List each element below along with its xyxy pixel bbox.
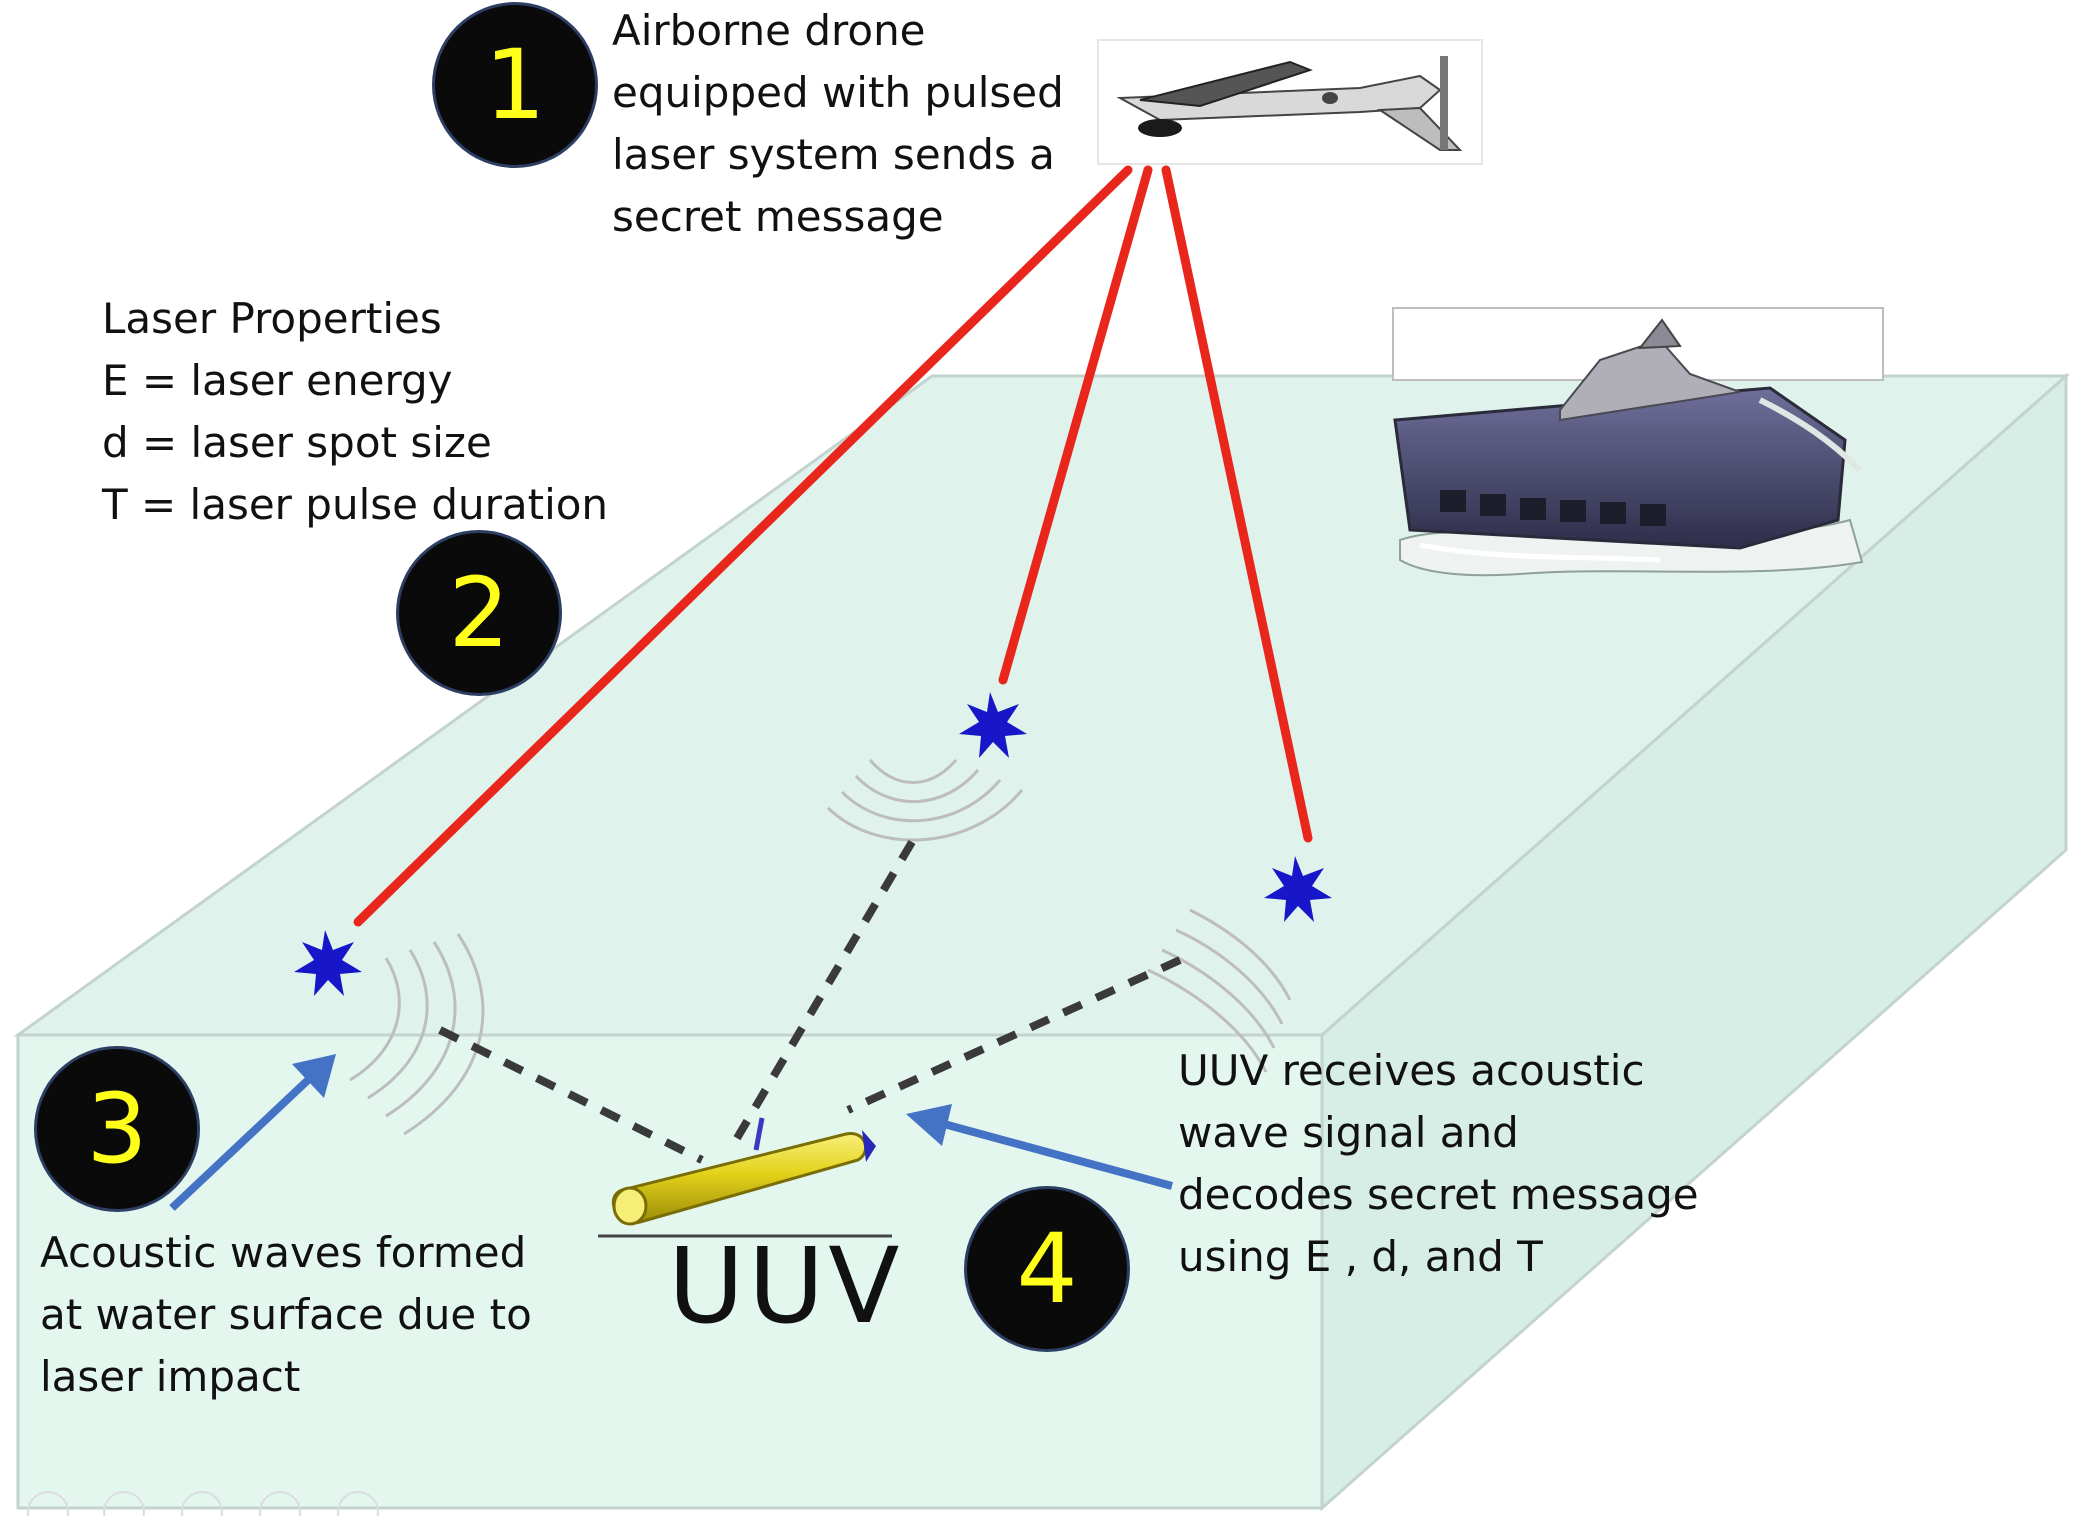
pointer-arrows (169, 1054, 1174, 1211)
starburst-icon-middle (959, 692, 1027, 758)
acoustic-caption-line: laser impact (40, 1352, 301, 1401)
laser-beams (353, 165, 1313, 927)
more-icon[interactable] (337, 1491, 379, 1516)
acoustic-waves-left (349, 933, 485, 1136)
uuv-label: UUV (668, 1225, 904, 1347)
uuv-caption: UUV receives acoustic wave signal and de… (1178, 1040, 1699, 1288)
subtitles-icon[interactable] (259, 1491, 301, 1516)
acoustic-path-middle (726, 839, 916, 1153)
step-1-badge: 1 (432, 2, 598, 168)
laser-properties: Laser Properties E = laser energy d = la… (102, 288, 608, 536)
laser-energy-definition: E = laser energy (102, 356, 453, 405)
acoustic-path-right (846, 956, 1182, 1114)
acoustic-caption-line: at water surface due to (40, 1290, 532, 1339)
drone-caption-line: Airborne drone (612, 6, 926, 55)
drone-caption-line: laser system sends a (612, 130, 1055, 179)
uuv-caption-line: using E , d, and T (1178, 1232, 1543, 1281)
pen-icon[interactable] (27, 1491, 69, 1516)
step-2-badge: 2 (396, 530, 562, 696)
presentation-controls (27, 1491, 379, 1516)
acoustic-waves-middle (826, 759, 1024, 842)
arrow-to-uuv (906, 1104, 1174, 1190)
arrow-to-acoustic-waves (169, 1054, 336, 1211)
laser-spot-size-definition: d = laser spot size (102, 418, 492, 467)
acoustic-path-left (438, 1026, 704, 1164)
acoustic-caption-line: Acoustic waves formed (40, 1228, 527, 1277)
uuv-caption-line: UUV receives acoustic (1178, 1046, 1645, 1095)
submarine-icon (598, 1117, 892, 1238)
starburst-icon-right (1264, 856, 1332, 922)
laser-pulse-duration-definition: T = laser pulse duration (102, 480, 609, 529)
drone-caption: Airborne drone equipped with pulsed lase… (612, 0, 1064, 248)
ship-icon (1392, 307, 1884, 577)
acoustic-caption: Acoustic waves formed at water surface d… (40, 1222, 532, 1408)
drone-caption-line: secret message (612, 192, 944, 241)
uuv-caption-line: wave signal and (1178, 1108, 1519, 1157)
impact-stars (294, 692, 1332, 996)
zoom-icon[interactable] (181, 1491, 223, 1516)
laser-beam-right (1161, 165, 1313, 843)
uuv-caption-line: decodes secret message (1178, 1170, 1699, 1219)
acoustic-paths (438, 839, 1182, 1164)
starburst-icon-left (294, 930, 362, 996)
laser-properties-title: Laser Properties (102, 294, 442, 343)
drone-caption-line: equipped with pulsed (612, 68, 1064, 117)
step-4-badge: 4 (964, 1186, 1130, 1352)
slides-icon[interactable] (103, 1491, 145, 1516)
drone-icon (1097, 39, 1483, 165)
laser-beam-middle (998, 165, 1153, 685)
step-3-badge: 3 (34, 1046, 200, 1212)
acoustic-waves (349, 759, 1292, 1136)
laser-beam-left (353, 165, 1133, 927)
